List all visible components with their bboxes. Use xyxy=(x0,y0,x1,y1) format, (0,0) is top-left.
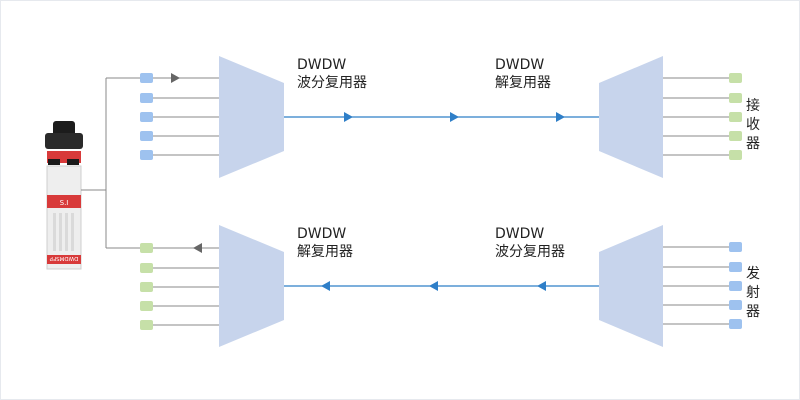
transmitter-char: 发 xyxy=(746,266,760,282)
transmitter-label: 发 射 器 xyxy=(746,265,762,322)
label-line2: 波分复用器 xyxy=(297,75,367,91)
port-green xyxy=(729,150,742,160)
module-label-band xyxy=(47,195,81,208)
top-left-ports xyxy=(140,73,219,160)
label-line2: 解复用器 xyxy=(297,244,353,260)
module-handle xyxy=(45,133,83,149)
receiver-char: 收 xyxy=(746,117,760,133)
sfp-module: S.I DWDMSFP xyxy=(45,121,83,270)
module-fiber xyxy=(81,77,141,249)
port-blue xyxy=(140,93,153,103)
port-green xyxy=(729,73,742,83)
label-line1: DWDW xyxy=(495,57,545,73)
top-left-mux-label: DWDW 波分复用器 xyxy=(297,56,367,92)
top-right-demux-label: DWDW 解复用器 xyxy=(495,56,551,92)
direction-arrow-left xyxy=(193,243,202,253)
link-arrow-left xyxy=(429,281,438,291)
top-right-ports xyxy=(663,73,742,160)
link-arrow-right xyxy=(344,112,353,122)
bottom-left-demux-shape xyxy=(219,225,284,347)
port-blue xyxy=(729,281,742,291)
receiver-label: 接 收 器 xyxy=(746,97,762,154)
label-line2: 波分复用器 xyxy=(495,244,565,260)
bottom-left-ports xyxy=(140,243,219,330)
port-green xyxy=(140,243,153,253)
transmitter-char: 射 xyxy=(746,285,760,301)
port-blue xyxy=(729,300,742,310)
port-green xyxy=(729,131,742,141)
label-line1: DWDW xyxy=(297,226,347,242)
port-blue xyxy=(729,319,742,329)
port-green xyxy=(729,93,742,103)
port-blue xyxy=(729,242,742,252)
module-bottom-band xyxy=(47,255,81,264)
top-link xyxy=(284,112,599,122)
port-green xyxy=(729,112,742,122)
receiver-char: 器 xyxy=(746,136,760,152)
bottom-right-mux-shape xyxy=(599,225,663,347)
port-blue xyxy=(140,112,153,122)
link-arrow-right xyxy=(450,112,459,122)
label-line1: DWDW xyxy=(495,226,545,242)
port-green xyxy=(140,301,153,311)
link-arrow-left xyxy=(321,281,330,291)
link-arrow-left xyxy=(537,281,546,291)
port-blue xyxy=(729,262,742,272)
top-left-mux-shape xyxy=(219,56,284,178)
bottom-right-mux-label: DWDW 波分复用器 xyxy=(495,225,565,261)
port-green xyxy=(140,320,153,330)
label-line1: DWDW xyxy=(297,57,347,73)
label-line2: 解复用器 xyxy=(495,75,551,91)
direction-arrow-right xyxy=(171,73,180,83)
bottom-left-demux-label: DWDW 解复用器 xyxy=(297,225,353,261)
module-label: S.I xyxy=(60,199,69,207)
port-blue xyxy=(140,73,153,83)
module-bottom-text: DWDMSFP xyxy=(49,255,78,261)
bottom-link xyxy=(284,281,599,291)
bottom-right-ports xyxy=(663,242,742,329)
top-right-demux-shape xyxy=(599,56,663,178)
module-body xyxy=(46,165,82,270)
receiver-char: 接 xyxy=(746,98,760,114)
transmitter-char: 器 xyxy=(746,304,760,320)
port-blue xyxy=(140,131,153,141)
port-green xyxy=(140,282,153,292)
port-blue xyxy=(140,150,153,160)
port-green xyxy=(140,263,153,273)
link-arrow-right xyxy=(556,112,565,122)
